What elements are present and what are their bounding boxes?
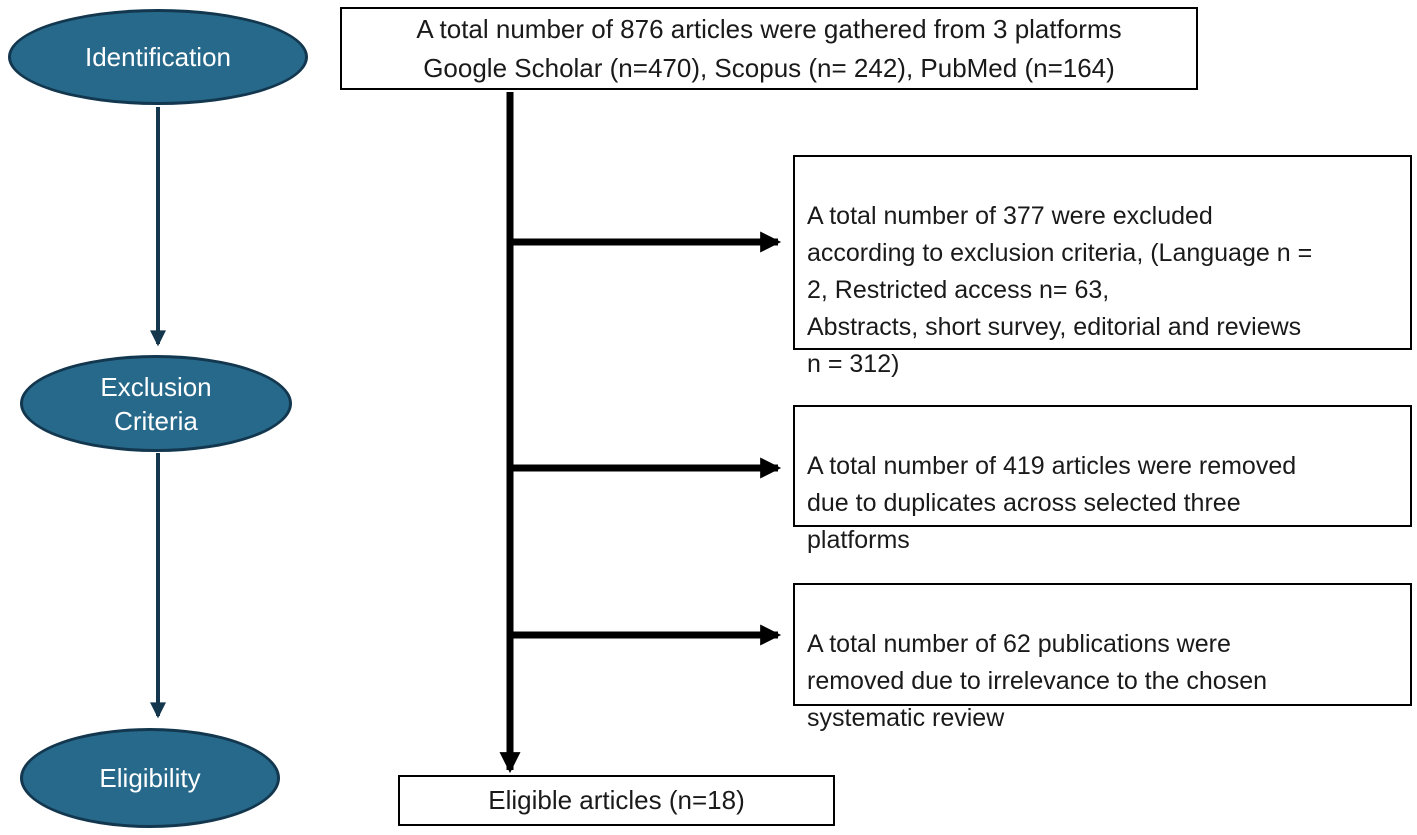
box-excluded-criteria-text: A total number of 377 were excluded acco… [807, 202, 1313, 378]
box-irrelevant-removed-text: A total number of 62 publications were r… [807, 630, 1267, 732]
box-duplicates-removed-text: A total number of 419 articles were remo… [807, 452, 1297, 554]
stage-ellipse-identification: Identification [8, 9, 308, 105]
stage-label-eligibility: Eligibility [99, 763, 201, 793]
box-articles-gathered: A total number of 876 articles were gath… [340, 7, 1198, 90]
box-eligible-articles: Eligible articles (n=18) [398, 775, 835, 826]
box-irrelevant-removed: A total number of 62 publications were r… [793, 583, 1412, 732]
stage-ellipse-exclusion-criteria: Exclusion Criteria [20, 355, 292, 452]
stage-label-exclusion-criteria: Exclusion Criteria [100, 371, 212, 436]
box-eligible-articles-text: Eligible articles (n=18) [488, 785, 745, 815]
stage-label-identification: Identification [85, 42, 231, 72]
box-duplicates-removed: A total number of 419 articles were remo… [793, 405, 1412, 554]
stage-ellipse-eligibility: Eligibility [20, 728, 280, 828]
box-articles-gathered-text: A total number of 876 articles were gath… [416, 13, 1122, 83]
box-excluded-criteria: A total number of 377 were excluded acco… [793, 155, 1412, 378]
